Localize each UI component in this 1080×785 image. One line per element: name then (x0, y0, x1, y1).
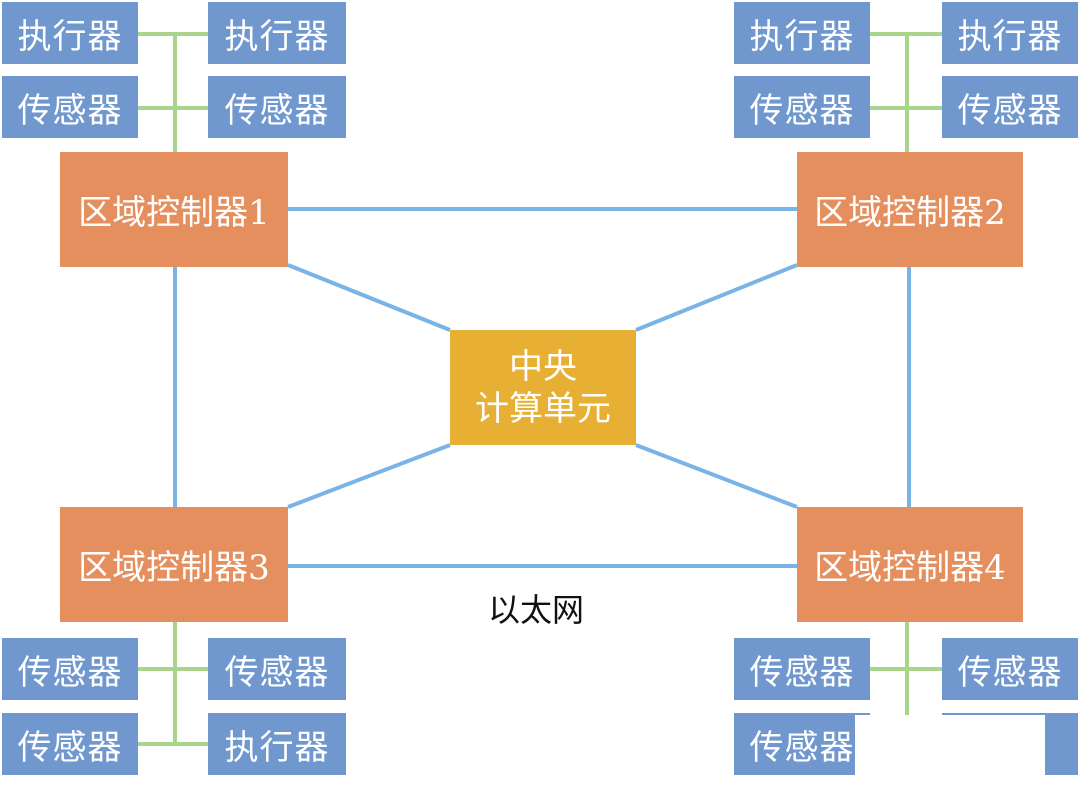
ethernet-label: 以太网 (488, 591, 585, 629)
zc4-device-bottom-left: 传感器 (734, 713, 870, 775)
zc2-device-bottom-left: 传感器 (734, 76, 870, 138)
zone-controller-3: 区域控制器3 (60, 507, 288, 622)
zc3-device-top-right: 传感器 (208, 638, 346, 700)
central-unit-line2: 计算单元 (475, 388, 611, 429)
zc3-device-bottom-right: 执行器 (208, 713, 346, 775)
zc3-device-bottom-left: 传感器 (2, 713, 138, 775)
zc1-device-top-right: 执行器 (208, 2, 346, 64)
zc1-device-bottom-right: 传感器 (208, 76, 346, 138)
zc2-device-top-right: 执行器 (942, 2, 1078, 64)
zone-controller-2: 区域控制器2 (797, 152, 1023, 267)
zc1-device-top-left: 执行器 (2, 2, 138, 64)
ethernet-link-zc1-cpu (287, 263, 451, 332)
ethernet-link-zc4-cpu (635, 443, 798, 509)
central-compute-unit: 中央 计算单元 (450, 330, 636, 445)
zc4-device-top-right: 传感器 (942, 638, 1078, 700)
zc2-device-bottom-right: 传感器 (942, 76, 1078, 138)
zc4-device-top-left: 传感器 (734, 638, 870, 700)
ethernet-link-zc3-cpu (287, 443, 451, 509)
zc2-device-top-left: 执行器 (734, 2, 870, 64)
zc3-device-top-left: 传感器 (2, 638, 138, 700)
zone-controller-4: 区域控制器4 (797, 507, 1023, 622)
zc1-device-bottom-left: 传感器 (2, 76, 138, 138)
ethernet-link-zc2-cpu (635, 263, 798, 332)
zone-controller-1: 区域控制器1 (60, 152, 288, 267)
central-unit-line1: 中央 (509, 346, 577, 387)
occlusion-patch (855, 715, 1045, 785)
